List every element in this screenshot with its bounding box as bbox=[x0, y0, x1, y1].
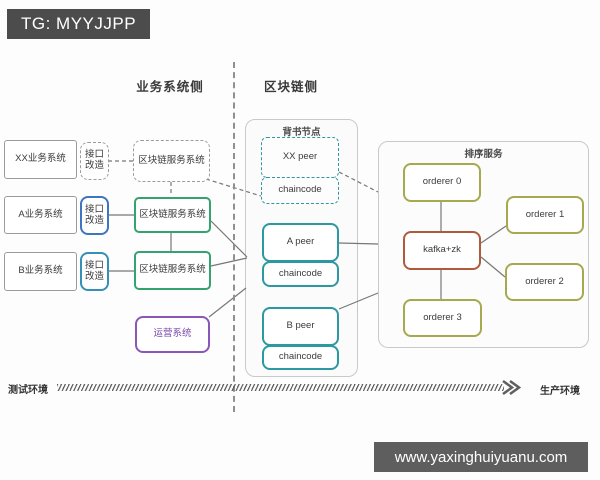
endorser-panel-title: 背书节点 bbox=[282, 127, 321, 138]
orderer-0-box: orderer 0 bbox=[403, 163, 481, 202]
xx-peer-box: XX peer bbox=[261, 137, 339, 178]
ordering-panel-title: 排序服务 bbox=[464, 149, 503, 160]
a-chaincode-box: chaincode bbox=[262, 261, 339, 287]
url-watermark-bar: www.yaxinghuiyuanu.com bbox=[374, 442, 588, 472]
test-environment-label: 测试环境 bbox=[8, 385, 48, 396]
b-peer-box: B peer bbox=[262, 307, 339, 346]
blockchain-side-header: 区块链侧 bbox=[263, 80, 318, 94]
xx-interface-retrofit-box: 接口改造 bbox=[80, 142, 109, 180]
ops-system-box: 运营系统 bbox=[135, 316, 210, 353]
orderer-1-box: orderer 1 bbox=[506, 196, 584, 234]
a-peer-box: A peer bbox=[262, 223, 339, 262]
b-blockchain-service-box: 区块链服务系统 bbox=[134, 251, 211, 290]
a-interface-retrofit-box: 接口改造 bbox=[80, 196, 109, 235]
b-business-system-box: B业务系统 bbox=[4, 252, 77, 291]
xx-chaincode-box: chaincode bbox=[261, 177, 339, 204]
tg-watermark-badge: TG: MYYJJPP bbox=[7, 9, 151, 39]
business-side-header: 业务系统侧 bbox=[136, 80, 204, 94]
a-blockchain-service-box: 区块链服务系统 bbox=[134, 197, 211, 233]
orderer-3-box: orderer 3 bbox=[403, 299, 482, 337]
b-chaincode-box: chaincode bbox=[262, 345, 339, 370]
production-environment-label: 生产环境 bbox=[540, 386, 580, 397]
xx-blockchain-service-box: 区块链服务系统 bbox=[133, 140, 210, 182]
kafka-zk-box: kafka+zk bbox=[403, 231, 481, 270]
a-business-system-box: A业务系统 bbox=[4, 196, 77, 234]
xx-business-system-box: XX业务系统 bbox=[4, 140, 77, 179]
orderer-2-box: orderer 2 bbox=[505, 263, 584, 301]
environment-arrow-line bbox=[57, 384, 504, 391]
side-divider-line bbox=[233, 62, 235, 412]
arrowhead-icon bbox=[502, 379, 522, 396]
b-interface-retrofit-box: 接口改造 bbox=[80, 252, 109, 291]
